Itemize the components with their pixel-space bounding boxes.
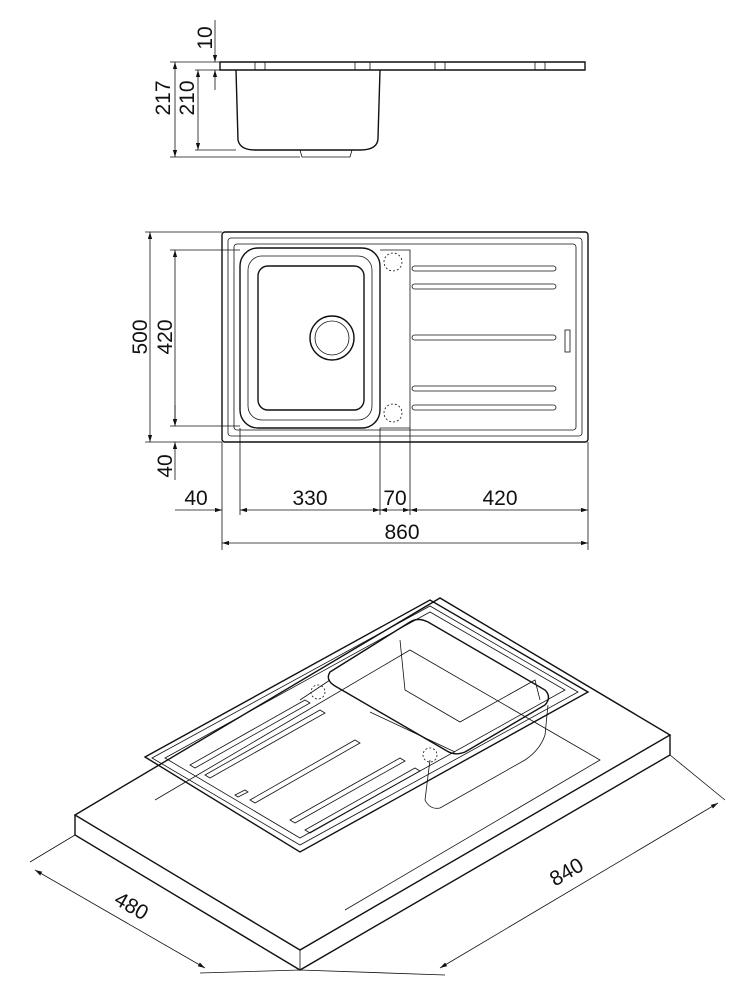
dim-bowl-width: 330 <box>292 487 327 510</box>
dim-top-thickness: 10 <box>194 26 217 49</box>
side-view: 10 217 210 <box>152 20 586 158</box>
dim-divider-width: 70 <box>383 487 406 510</box>
plan-view: 500 420 40 40 330 70 420 860 <box>129 231 589 550</box>
dim-drainer-width: 420 <box>482 487 517 510</box>
dim-cutout-width: 840 <box>546 854 588 891</box>
dim-overall-width: 860 <box>384 521 419 544</box>
isometric-view: 480 840 <box>29 597 726 976</box>
dim-bowl-depth-plan: 420 <box>154 319 177 354</box>
drain-icon <box>309 315 355 361</box>
dim-front-margin: 40 <box>154 454 177 477</box>
dim-bowl-depth: 210 <box>176 80 199 115</box>
dim-cutout-depth: 480 <box>110 888 152 925</box>
dim-overall-depth: 500 <box>129 319 152 354</box>
dim-left-margin: 40 <box>184 487 207 510</box>
dim-total-depth: 217 <box>152 80 175 115</box>
